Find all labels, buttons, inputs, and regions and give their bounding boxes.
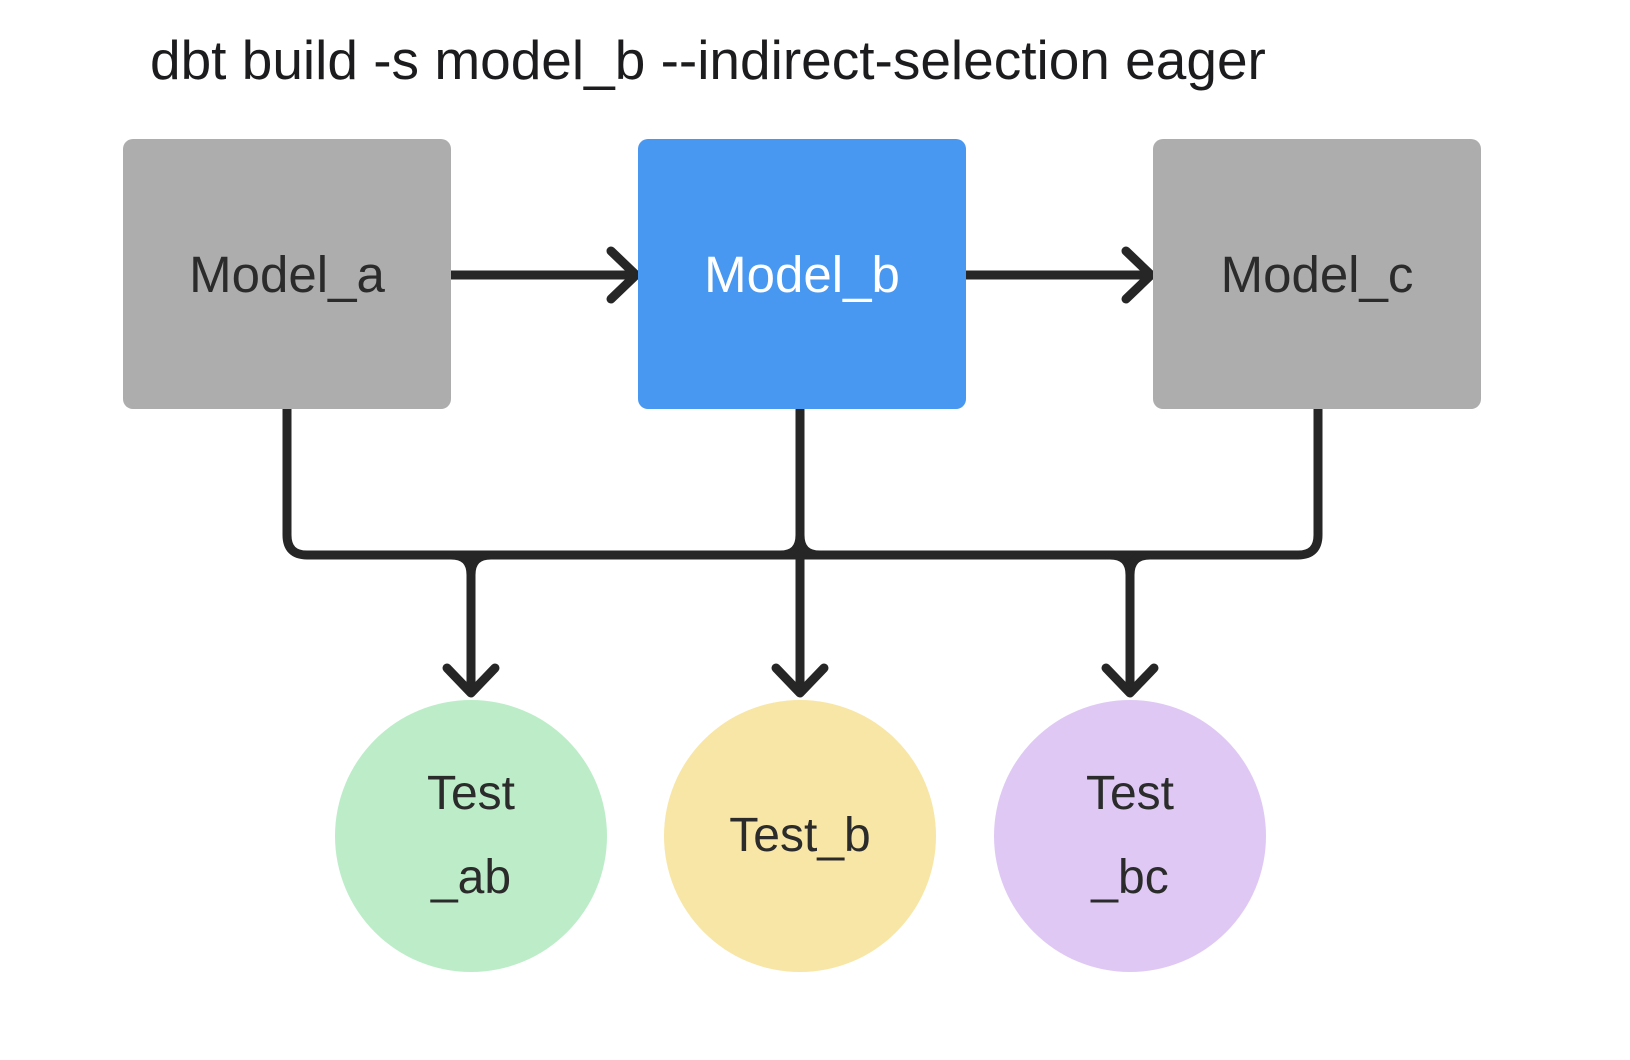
node-model-b-label: Model_b (704, 245, 900, 303)
edge-model-a-to-model-b-arrowhead (606, 246, 641, 304)
node-test-b-label: Test_b (729, 809, 871, 862)
arrowhead-test-ab (442, 663, 500, 698)
arrowhead-test-b (771, 663, 829, 698)
node-model-c-label: Model_c (1220, 245, 1414, 303)
node-model-a-label: Model_a (189, 245, 385, 303)
node-test-b: Test_b (664, 700, 936, 972)
node-test-bc-label-line2: _bc (1091, 851, 1169, 904)
node-test-bc-label-line1: Test (1085, 767, 1175, 820)
node-model-b: Model_b (638, 139, 966, 409)
diagram-title: dbt build -s model_b --indirect-selectio… (150, 29, 1266, 91)
node-test-ab-label-line2: _ab (430, 851, 512, 904)
junction-model-b-fillet-right (795, 530, 825, 560)
node-test-bc: Test _bc (994, 700, 1266, 972)
edge-model-b-to-model-c-arrowhead (1121, 246, 1156, 304)
node-test-ab: Test _ab (335, 700, 607, 972)
edge-group (282, 246, 1323, 698)
node-model-c: Model_c (1153, 139, 1481, 409)
arrowhead-test-bc (1101, 663, 1159, 698)
node-test-ab-label-line1: Test (426, 767, 516, 820)
node-model-a: Model_a (123, 139, 451, 409)
